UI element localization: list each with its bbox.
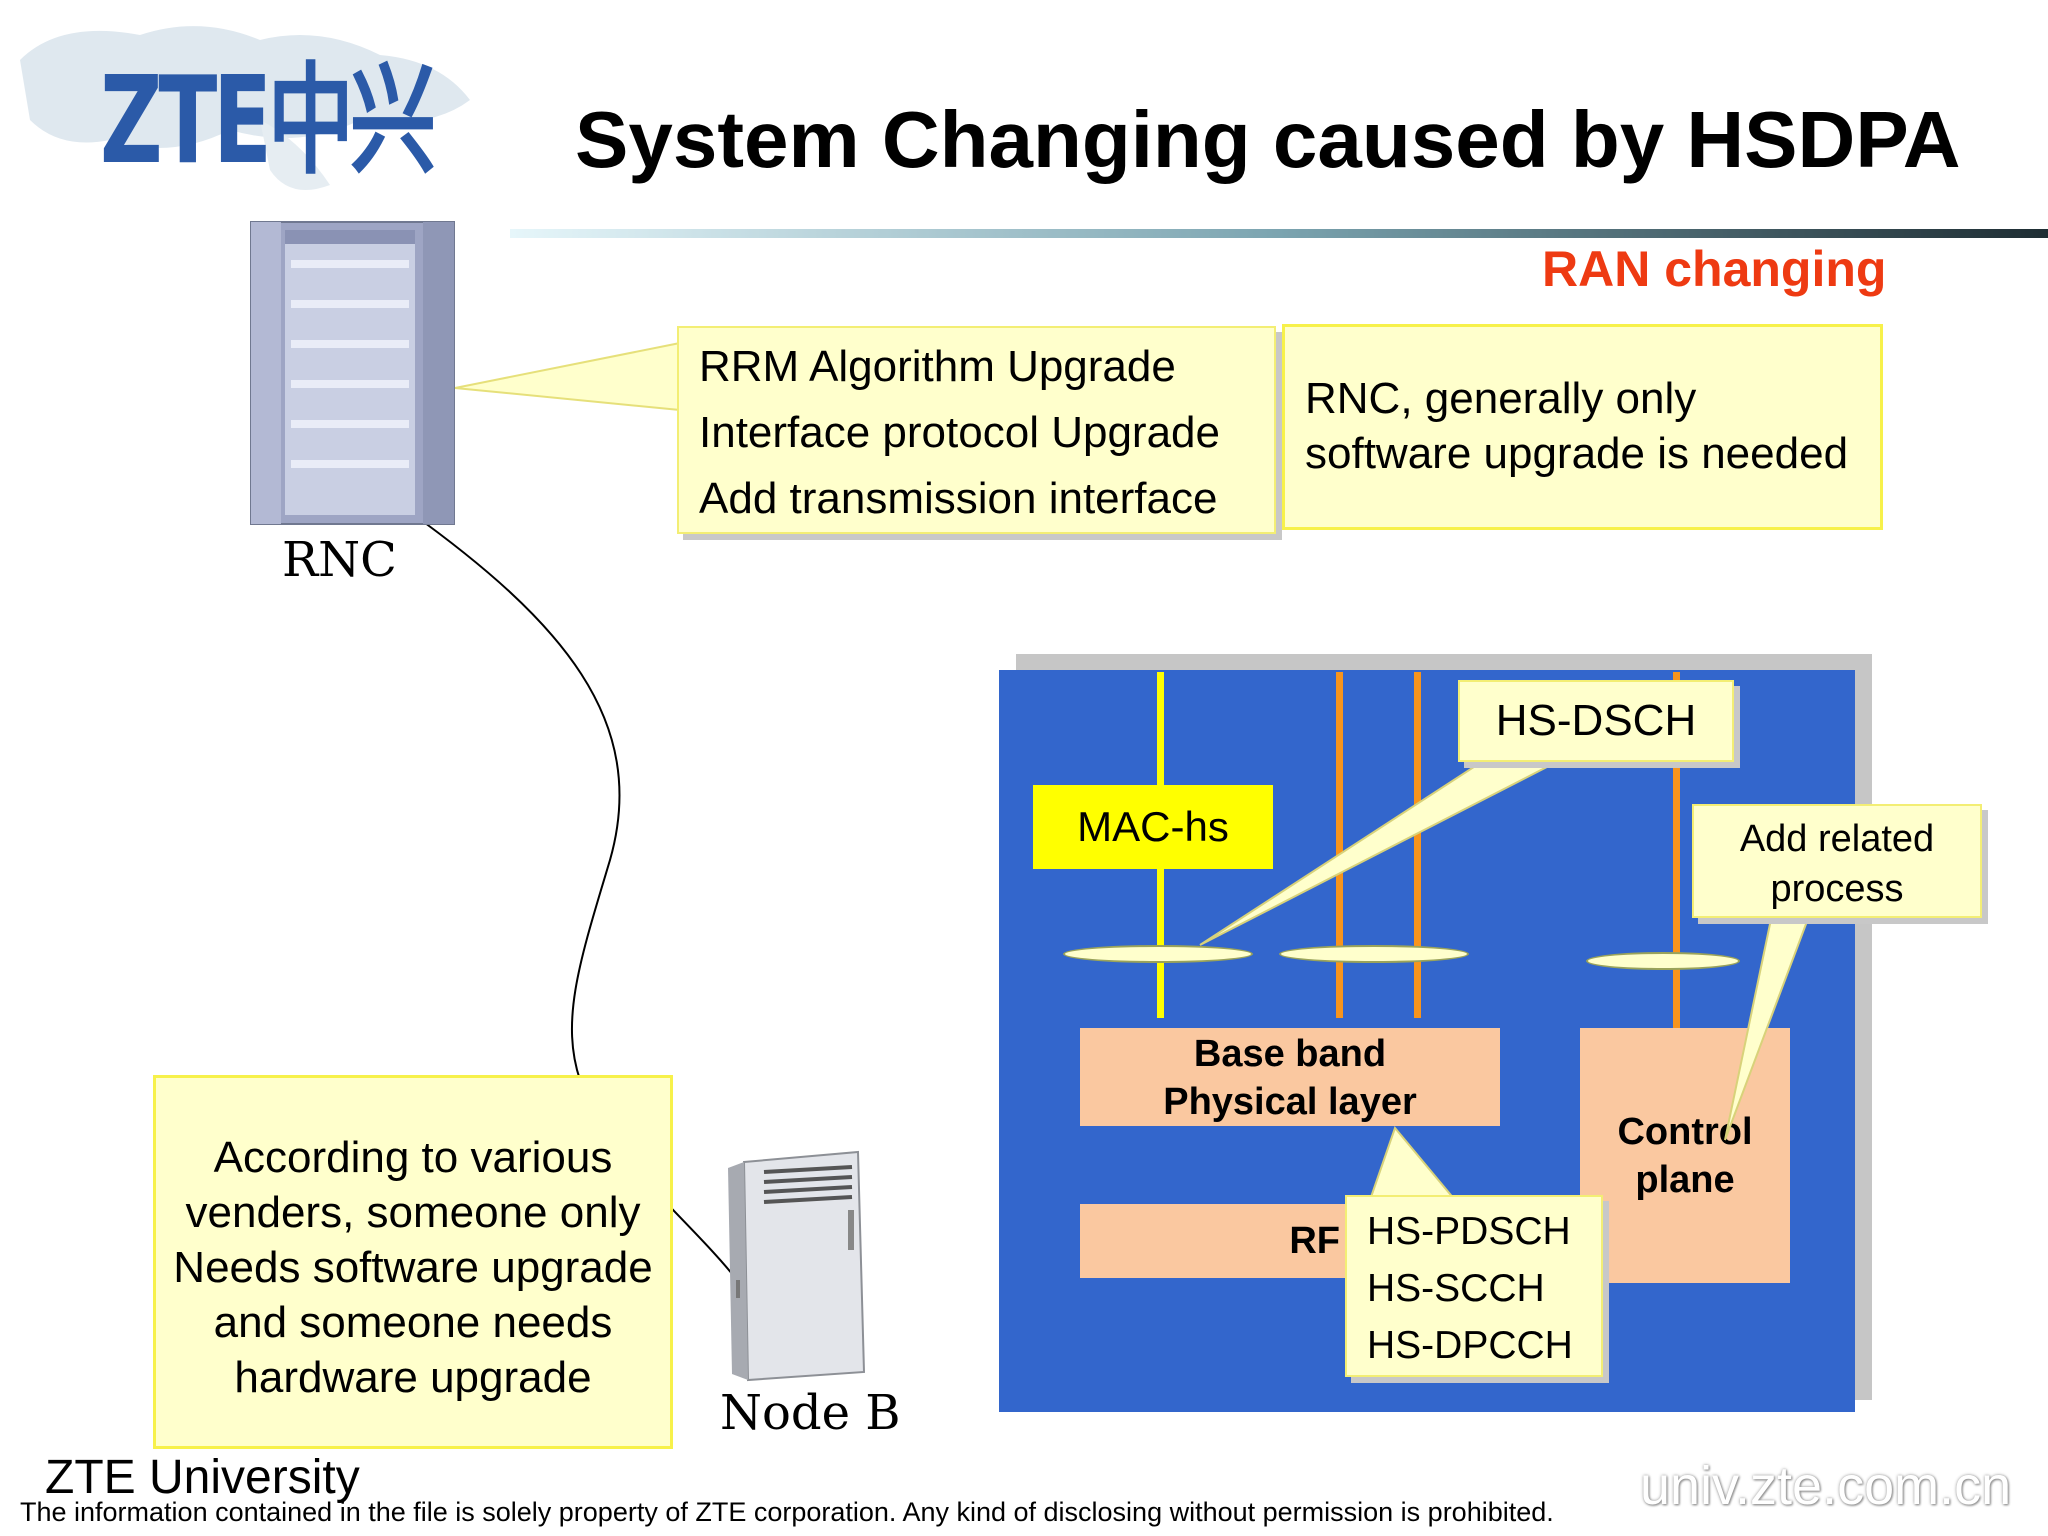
control-channel-line — [1673, 672, 1680, 1032]
channels-pointer — [1368, 1126, 1458, 1201]
channel-line — [1414, 672, 1421, 1018]
channel-item: HS-DPCCH — [1367, 1324, 1573, 1367]
world-map-icon — [20, 26, 470, 190]
channel-item: HS-PDSCH — [1367, 1210, 1571, 1253]
rf-box: RF — [1080, 1204, 1370, 1278]
mac-hs-box: MAC-hs — [1033, 785, 1273, 869]
add-related-process-callout: Add related process — [1692, 804, 1982, 918]
note-line: According to various — [213, 1133, 613, 1182]
upgrade-item: Interface protocol Upgrade — [699, 408, 1220, 457]
note-line: venders, someone only — [185, 1188, 641, 1237]
note-line: Needs software upgrade — [173, 1243, 653, 1292]
note-line: software upgrade is needed — [1305, 429, 1849, 478]
rnc-label: RNC — [282, 532, 397, 588]
baseband-physical-layer-box: Base band Physical layer — [1080, 1028, 1500, 1126]
rnc-cabinet-icon — [250, 221, 455, 525]
rnc-upgrade-callout: RRM Algorithm Upgrade Interface protocol… — [677, 326, 1276, 534]
nodeb-vendor-note: According to various venders, someone on… — [153, 1075, 673, 1449]
rf-label: RF — [1289, 1220, 1340, 1262]
transport-channel-ellipse — [1586, 952, 1740, 970]
title-divider — [510, 229, 2048, 238]
footer-disclaimer: The information contained in the file is… — [20, 1497, 1554, 1527]
footer-university: ZTE University — [45, 1451, 360, 1504]
note-line: process — [1770, 868, 1904, 910]
control-plane-line: plane — [1635, 1159, 1735, 1201]
transport-channel-ellipse — [1063, 945, 1253, 963]
upgrade-item: RRM Algorithm Upgrade — [699, 342, 1176, 391]
add-related-pointer — [1724, 899, 1817, 1141]
upgrade-item: Add transmission interface — [699, 474, 1218, 523]
nodeb-cabinet-icon — [728, 1150, 866, 1382]
note-line: RNC, generally only — [1305, 374, 1697, 423]
baseband-line: Base band — [1193, 1033, 1387, 1075]
zte-logo: ZTE中兴 — [100, 52, 436, 191]
note-line: and someone needs — [213, 1298, 613, 1347]
hs-dsch-pointer — [1199, 749, 1581, 946]
hs-dsch-callout: HS-DSCH — [1458, 680, 1734, 762]
note-line: Add related — [1739, 818, 1935, 860]
nodeb-label: Node B — [720, 1385, 901, 1441]
page-title: System Changing caused by HSDPA — [575, 95, 1961, 184]
section-subtitle: RAN changing — [1542, 241, 1887, 297]
note-line: hardware upgrade — [234, 1353, 592, 1402]
footer-url: univ.zte.com.cn — [1640, 1456, 2012, 1516]
transport-channel-ellipse — [1279, 945, 1469, 963]
hs-dsch-label: HS-DSCH — [1495, 696, 1697, 745]
channel-item: HS-SCCH — [1367, 1267, 1545, 1310]
rnc-software-note: RNC, generally only software upgrade is … — [1282, 324, 1883, 530]
channel-line — [1336, 672, 1343, 1018]
hs-channels-callout: HS-PDSCH HS-SCCH HS-DPCCH — [1345, 1195, 1603, 1377]
baseband-line: Physical layer — [1163, 1081, 1417, 1123]
control-plane-box: Control plane — [1580, 1028, 1790, 1283]
